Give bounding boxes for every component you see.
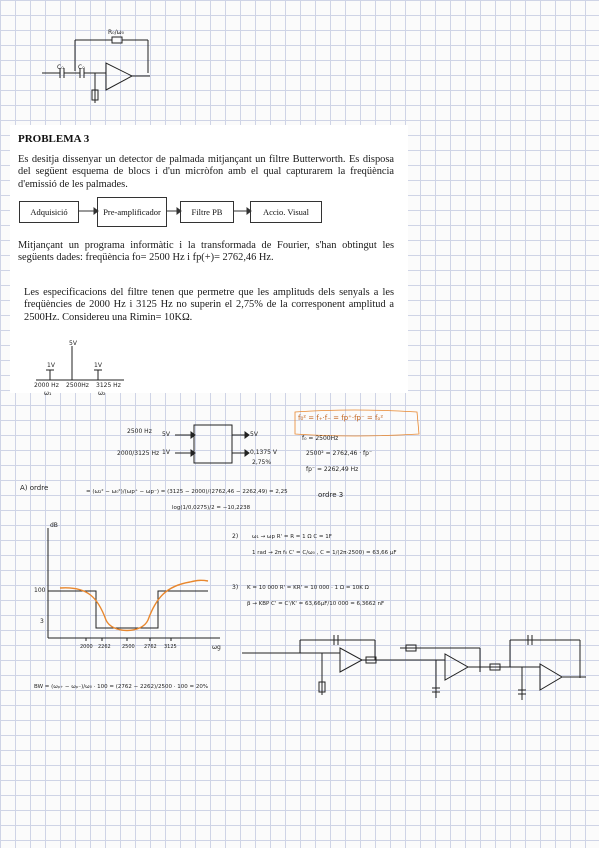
block-preamplificador: Pre-amplificador [97,197,167,227]
filter-in-v2: 1V [162,449,170,456]
eq-right-3: 2500² = 2762,46 · fp⁻ [306,450,373,457]
spectrum-f2: 2500Hz [66,382,89,389]
part-a-eq2: log(1/0,0275)/2 = −10,2238 [172,505,251,511]
part3-line2: β → KBP C' = C'/K' = 63,66μF/10 000 = 6,… [247,601,385,607]
graph-x-tick-5: 3125 [164,644,177,650]
filter-circuit-sketch [242,635,586,700]
problem-fourier: Mitjançant un programa informàtic i la t… [18,240,394,264]
filter-in-f2: 2000/3125 Hz [117,450,160,457]
filter-out-1: 5V [250,431,258,438]
top-c1-label: C₀ [57,64,64,71]
graph-x-tick-1: 2000 [80,644,93,650]
part2-line1: ω₁ → ωp R' = R = 1 Ω C = 1F [252,534,332,540]
bandwidth-eq: BW = (ωₚ₊ − ωₚ₋)/ω₀ · 100 = (2762 − 2262… [34,684,209,690]
part-a-eq1: = (ω₂² − ω₀²)/(ωp⁺ − ωp⁻) = (3125 − 2000… [86,489,288,495]
problem-document [10,125,408,393]
part-a-label: A) ordre [20,484,49,492]
problem-intro: Es desitja dissenyar un detector de palm… [18,154,394,190]
graph-y-label: dB [50,522,58,529]
part3-line1: K = 10 000 R' = KR' = 10 000 · 1 Ω = 10K… [247,585,369,591]
graph-x-tick-4: 2762 [144,644,157,650]
filter-block-sketch [175,424,250,464]
top-feedback-label: R₀/ω₀ [108,29,125,36]
spectrum-w1: ω₁ [44,390,52,397]
top-circuit-sketch [42,36,150,103]
spectrum-f3: 3125 Hz [96,382,121,389]
spectrum-1v-right: 1V [94,362,102,369]
graph-x-label: ωg [212,644,221,651]
part3-label: 3) [232,584,239,591]
eq-right-box [294,409,420,437]
eq-right-2: f₀ = 2500Hz [302,435,339,442]
part2-label: 2) [232,533,239,540]
spectrum-sketch [36,346,124,381]
part2-line2: 1 rad → 2π f₀ C' = C/ω₀ , C = 1/(2π·2500… [252,550,397,556]
graph-y-tick-3: 3 [40,618,44,625]
spectrum-1v-left: 1V [47,362,55,369]
block-accio: Accio. Visual [250,201,322,223]
top-c2-label: C₀ [78,64,85,71]
problem-specs: Les especificacions del filtre tenen que… [24,287,394,323]
response-graph [47,528,220,641]
filter-in-f1: 2500 Hz [127,428,152,435]
filter-out-3: 2,75% [252,459,272,466]
filter-out-2: 0,1375 V [250,449,278,456]
graph-x-tick-2: 2262 [98,644,111,650]
eq-right-4: fp⁻ = 2262,49 Hz [306,466,359,473]
filter-in-v1: 5V [162,431,170,438]
spectrum-f1: 2000 Hz [34,382,59,389]
eq-right-1: f₀² = f₊·f₋ = fp⁺·fp⁻ = fₒ² [298,414,384,422]
problem-title: PROBLEMA 3 [18,133,90,145]
graph-y-tick-100: 100 [34,587,46,594]
spectrum-5v: 5V [69,340,77,347]
spectrum-w2: ω₂ [98,390,106,397]
graph-x-tick-3: 2500 [122,644,135,650]
part-a-result: ordre 3 [318,491,344,499]
block-filtre: Filtre PB [180,201,234,223]
block-adquisicio: Adquisició [19,201,79,223]
